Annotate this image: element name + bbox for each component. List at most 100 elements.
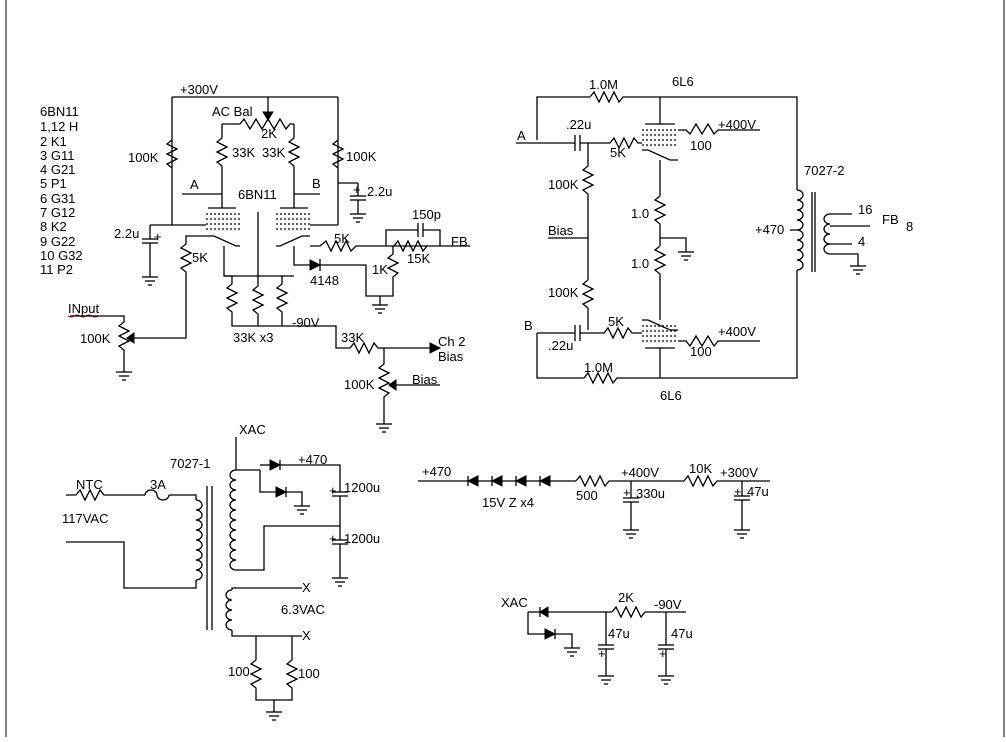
pinout-line: 8 K2: [40, 219, 67, 234]
neg-minus90-label: -90V: [654, 597, 682, 612]
pinout-line: 6BN11: [40, 104, 79, 119]
preamp-section: +300V 100K 100K AC Bal 2K 33K 33K A B 6B…: [67, 82, 470, 433]
plus-mark: +: [329, 531, 337, 546]
resistor-100k-left: [165, 139, 179, 169]
heater-6v3-label: 6.3VAC: [281, 602, 325, 617]
zener-diode-symbol: [538, 475, 551, 487]
plus300-label: +300V: [180, 82, 218, 97]
pot-wiper-arrow: [388, 379, 397, 391]
power-amp-section: 1.0M 6L6 +400V 100 A .22u 5K 1.0 1.0 100…: [516, 74, 913, 403]
r5k-fb-label: 5K: [334, 231, 350, 246]
rectifier-diode-symbol: [269, 459, 282, 471]
rectifier-diode-symbol: [539, 606, 549, 618]
plus-mark: +: [598, 646, 606, 661]
pinout-list: 6BN11 1,12 H 2 K1 3 G11 4 G21 5 P1 6 G31…: [40, 104, 83, 277]
pot-100k-input-label: 100K: [80, 331, 111, 346]
tap8-label: 8: [906, 219, 913, 234]
pinout-line: 9 G22: [40, 234, 75, 249]
cap-47u-a-label: 47u: [608, 626, 630, 641]
r500-label: 500: [576, 488, 598, 503]
r5k-grid-label: 5K: [192, 250, 208, 265]
zener-diode-symbol: [466, 475, 479, 487]
r100k-right-label: 100K: [346, 149, 377, 164]
fb-label: FB: [451, 234, 468, 249]
pinout-line: 4 G21: [40, 162, 75, 177]
r2k-label: 2K: [618, 590, 634, 605]
pinout-line: 11 P2: [40, 262, 73, 277]
r33k-b-label: 33K: [262, 145, 285, 160]
r33k-a-label: 33K: [232, 145, 255, 160]
regulator-section: +470 15V Z x4 500 +400V + 330u 10K +300V…: [418, 461, 770, 539]
plus400-bot-label: +400V: [718, 324, 756, 339]
ch2-bias-label: Bias: [438, 349, 464, 364]
cap-1200u-b-label: 1200u: [344, 531, 380, 546]
xac-psu-label: XAC: [239, 422, 266, 437]
x1-label: X: [302, 580, 311, 595]
cap-bot-label: .22u: [548, 338, 573, 353]
zener-label: 15V Z x4: [482, 495, 534, 510]
r100k-bot-label: 100K: [548, 285, 579, 300]
tube-6l6-bot-label: 6L6: [660, 388, 682, 403]
r5k-bot-label: 5K: [608, 314, 624, 329]
cap-2u2-left-label: 2.2u: [114, 226, 139, 241]
rectifier-diode-symbol: [544, 628, 557, 640]
plus-mark: +: [329, 483, 337, 498]
power-label-b: B: [524, 318, 533, 333]
resistor-100k-right: [331, 139, 345, 169]
ot-fb-label: FB: [882, 212, 899, 227]
power-label-a: A: [517, 128, 526, 143]
r1m-bot-label: 1.0M: [584, 360, 613, 375]
r15k-label: 15K: [407, 251, 430, 266]
r100k-left-label: 100K: [128, 150, 159, 165]
reg-plus400-label: +400V: [621, 465, 659, 480]
r100-bot-label: 100: [690, 344, 712, 359]
fuse-3a-label: 3A: [150, 477, 166, 492]
resistor-33k-b: [287, 137, 301, 185]
psu-section: XAC 7027-1 NTC 3A 117VAC +470 + 1200u: [62, 422, 380, 721]
plus-mark: +: [353, 182, 361, 197]
x2-label: X: [302, 628, 311, 643]
ntc-label: NTC: [76, 477, 103, 492]
ch2-label: Ch 2: [438, 334, 465, 349]
tube-6bn11-label: 6BN11: [238, 187, 277, 202]
cap-47u-reg-label: 47u: [747, 484, 769, 499]
diode-4148-symbol: [309, 259, 322, 271]
pt-7027-1-label: 7027-1: [170, 456, 210, 471]
ot-secondary-coil: [823, 213, 831, 255]
pt-heater-coil: [225, 589, 233, 631]
power-bias-label: Bias: [548, 223, 574, 238]
pot-wiper-arrow: [262, 111, 274, 121]
cap-330u-label: 330u: [636, 486, 665, 501]
plus470-psu-label: +470: [298, 452, 327, 467]
plus-mark: +: [154, 229, 162, 244]
plus400-top-label: +400V: [718, 117, 756, 132]
input-label: INput: [68, 301, 99, 316]
tube-6l6-top-label: 6L6: [672, 74, 694, 89]
r1m-top-label: 1.0M: [589, 77, 618, 92]
r1-0-a-label: 1.0: [631, 206, 649, 221]
reg-plus300-label: +300V: [720, 465, 758, 480]
r100-top-label: 100: [690, 138, 712, 153]
pot-wiper-arrow: [126, 332, 135, 344]
xac-neg-label: XAC: [501, 595, 528, 610]
r1-0-b-label: 1.0: [631, 256, 649, 271]
pinout-line: 7 G12: [40, 205, 75, 220]
r100-b-label: 100: [298, 666, 320, 681]
r33k-bias-label: 33K: [341, 330, 364, 345]
reg-in-label: +470: [422, 464, 451, 479]
minus90-label: -90V: [292, 315, 320, 330]
r5k-top-label: 5K: [610, 145, 626, 160]
fuse-symbol: [144, 489, 170, 501]
tap16-label: 16: [858, 202, 872, 217]
neg-supply-section: XAC 2K -90V + 47u + 47u: [501, 590, 693, 685]
ot-primary-coil: [796, 189, 804, 271]
cap-47u-b-label: 47u: [671, 626, 693, 641]
pt-primary-coil: [195, 499, 203, 581]
pinout-line: 2 K1: [40, 134, 67, 149]
label-b: B: [312, 176, 321, 191]
plus-mark: +: [734, 484, 742, 499]
plus-mark: +: [623, 485, 631, 500]
pinout-line: 3 G11: [40, 148, 74, 163]
